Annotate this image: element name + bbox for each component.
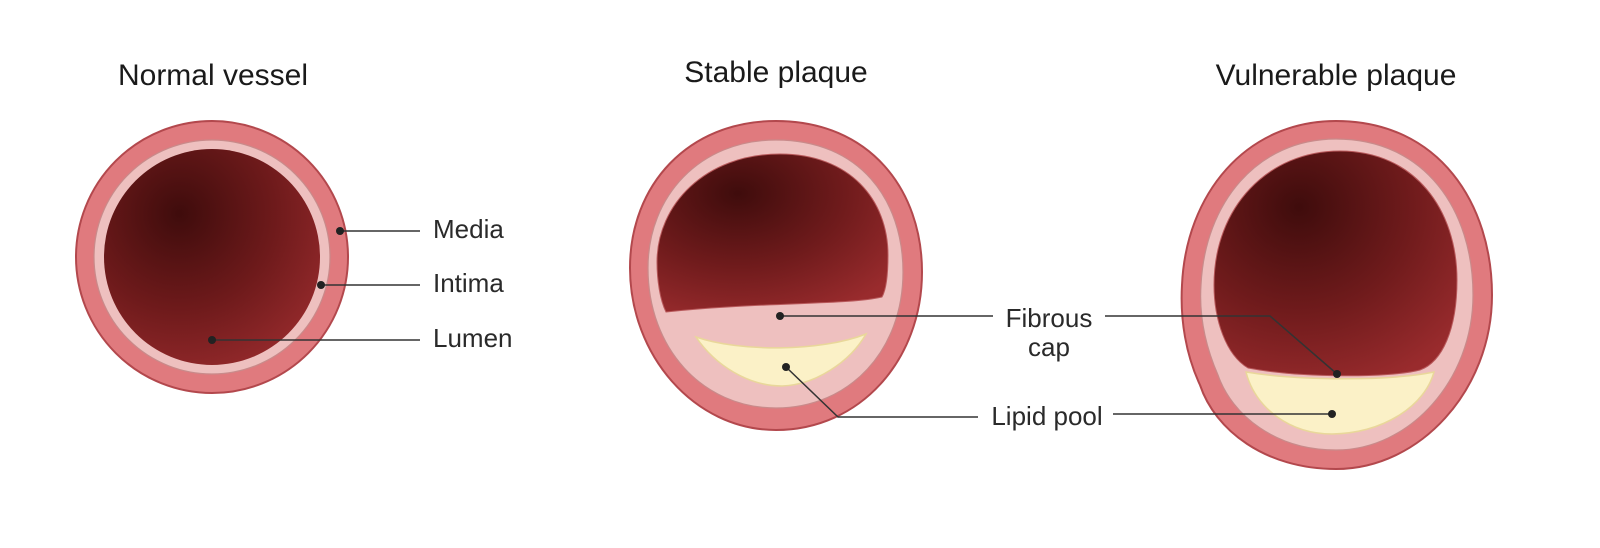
vulnerable-leaders	[1105, 315, 1341, 418]
stable-lumen	[656, 153, 889, 313]
intima-leader-dot	[317, 281, 325, 289]
vulnerable-plaque-panel: Vulnerable plaque	[1105, 59, 1494, 471]
vulnerable-plaque-illustration	[1180, 119, 1494, 471]
normal-vessel-panel: Normal vessel Media Intima Lumen	[75, 59, 513, 394]
vulnerable-fibrous-cap-leader-line	[1105, 315, 1338, 375]
normal-leaders	[208, 227, 420, 344]
stable-plaque-panel: Stable plaque	[628, 56, 993, 432]
lipid-pool-label: Lipid pool	[991, 401, 1102, 431]
lumen-leader-dot	[208, 336, 216, 344]
normal-vessel-illustration	[75, 120, 349, 394]
stable-plaque-illustration	[628, 119, 924, 432]
vulnerable-lipid-pool	[1244, 371, 1436, 435]
media-leader-dot	[336, 227, 344, 235]
lumen-label: Lumen	[433, 323, 513, 353]
stable-lipid-pool-leader-dot	[782, 363, 790, 371]
fibrous-cap-label-line1: Fibrous	[1006, 303, 1093, 333]
vulnerable-fibrous-cap-leader-dot	[1333, 370, 1341, 378]
stable-plaque-title: Stable plaque	[684, 56, 868, 89]
stable-leaders	[776, 312, 993, 418]
intima-label: Intima	[433, 268, 504, 298]
stable-lipid-pool	[694, 332, 868, 387]
normal-vessel-title: Normal vessel	[118, 59, 308, 92]
stable-lipid-pool-leader-line	[785, 366, 978, 418]
center-labels: Fibrous cap Lipid pool	[991, 303, 1102, 431]
stable-fibrous-cap-leader-dot	[776, 312, 784, 320]
vulnerable-plaque-title: Vulnerable plaque	[1216, 59, 1457, 92]
media-label: Media	[433, 214, 504, 244]
fibrous-cap-label-line2: cap	[1028, 332, 1070, 362]
normal-lumen	[104, 149, 320, 365]
vulnerable-lipid-pool-leader-dot	[1328, 410, 1336, 418]
